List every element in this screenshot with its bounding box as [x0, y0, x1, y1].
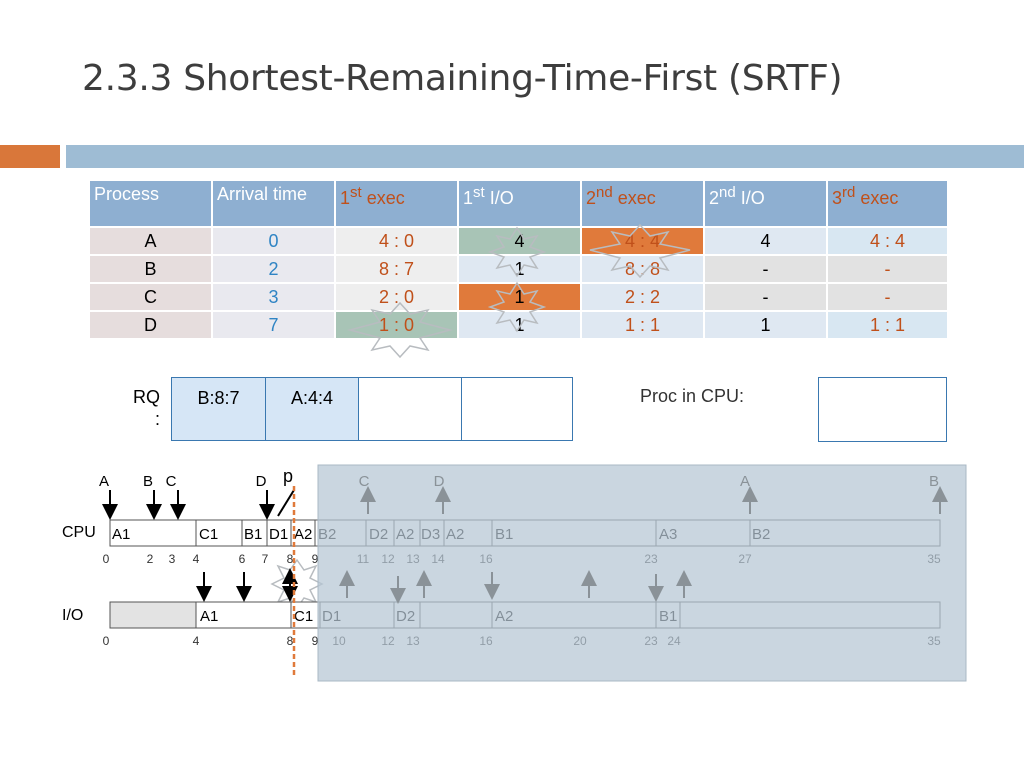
- rq-slot: A:4:4: [265, 377, 359, 441]
- header-process: Process: [88, 179, 213, 228]
- rq-slot: [358, 377, 462, 441]
- cell-exec3: 4 : 4: [826, 226, 949, 256]
- io-segment: C1: [294, 608, 313, 625]
- cell-io1: 1: [457, 310, 582, 340]
- rq-slot: B:8:7: [171, 377, 266, 441]
- cpu-tick: 0: [103, 552, 110, 566]
- io-tick: 9: [312, 634, 319, 648]
- proc-in-cpu-label: Proc in CPU:: [640, 386, 745, 406]
- rq-label: RQ :: [133, 387, 160, 429]
- cell-arrival: 7: [211, 310, 336, 340]
- cell-arrival: 0: [211, 226, 336, 256]
- cpu-segment: C1: [199, 526, 218, 543]
- cpu-segment: B1: [244, 526, 262, 543]
- arrival-label: B: [143, 473, 153, 490]
- future-arrival-label: A: [740, 473, 750, 490]
- cpu-segment: A1: [112, 526, 130, 543]
- cpu-tick: 6: [239, 552, 246, 566]
- proc-in-cpu-box: [818, 377, 947, 442]
- header-io2: 2nd I/O: [703, 179, 828, 228]
- cell-io1: 4: [457, 226, 582, 256]
- header-arrival: Arrival time: [211, 179, 336, 228]
- io-tick: 4: [193, 634, 200, 648]
- starburst-icon: [589, 223, 691, 279]
- cpu-tick: 7: [262, 552, 269, 566]
- header-io1: 1st I/O: [457, 179, 582, 228]
- io-idle-segment: [109, 601, 197, 629]
- cpu-tick: 4: [193, 552, 200, 566]
- future-arrival-label: C: [359, 473, 370, 490]
- cpu-tick: 2: [147, 552, 154, 566]
- arrival-arrows: [102, 490, 275, 520]
- io-arrows: [196, 568, 298, 602]
- cell-arrival: 3: [211, 282, 336, 312]
- cell-exec1: 2 : 0: [334, 282, 459, 312]
- rq-slot: [461, 377, 573, 441]
- cell-process: A: [88, 226, 213, 256]
- future-arrival-label: B: [929, 473, 939, 490]
- starburst-icon: [487, 226, 547, 278]
- accent-bar-blue: [66, 145, 1024, 168]
- future-arrival-label: D: [434, 473, 445, 490]
- cell-exec1: 1 : 0: [334, 310, 459, 340]
- cell-process: D: [88, 310, 213, 340]
- table-header-row: Process Arrival time 1st exec 1st I/O 2n…: [88, 179, 949, 228]
- cpu-segment: A2: [294, 526, 312, 543]
- table-row: B 2 8 : 7 1 8 : 8 - -: [88, 254, 949, 284]
- cpu-segment: D1: [269, 526, 288, 543]
- cell-process: C: [88, 282, 213, 312]
- cell-exec1: 4 : 0: [334, 226, 459, 256]
- cell-exec2: 1 : 1: [580, 310, 705, 340]
- arrival-label: D: [256, 473, 267, 490]
- cell-exec1: 8 : 7: [334, 254, 459, 284]
- future-overlay-panel: [317, 464, 967, 682]
- cell-io2: 4: [703, 226, 828, 256]
- pointer-label: p: [283, 466, 293, 486]
- cell-io1: 1: [457, 254, 582, 284]
- future-arrows: [339, 486, 948, 604]
- header-exec1: 1st exec: [334, 179, 459, 228]
- cpu-row-label: CPU: [62, 524, 96, 541]
- cpu-tick: 9: [312, 552, 319, 566]
- cpu-tick: 8: [287, 552, 294, 566]
- cell-process: B: [88, 254, 213, 284]
- arrival-label: A: [99, 473, 109, 490]
- cell-arrival: 2: [211, 254, 336, 284]
- io-segment: A1: [200, 608, 218, 625]
- header-exec2: 2nd exec: [580, 179, 705, 228]
- cell-exec3: -: [826, 254, 949, 284]
- io-tick: 8: [287, 634, 294, 648]
- cell-exec2: 2 : 2: [580, 282, 705, 312]
- cell-exec3: -: [826, 282, 949, 312]
- cell-exec3: 1 : 1: [826, 310, 949, 340]
- table-row: D 7 1 : 0 1 1 : 1 1 1 : 1: [88, 310, 949, 340]
- process-table: Process Arrival time 1st exec 1st I/O 2n…: [88, 179, 949, 340]
- cell-io2: -: [703, 282, 828, 312]
- starburst-icon: [487, 281, 547, 333]
- starburst-icon: [347, 301, 453, 359]
- header-exec3: 3rd exec: [826, 179, 949, 228]
- io-row-label: I/O: [62, 607, 83, 624]
- arrival-label: C: [166, 473, 177, 490]
- io-tick: 0: [103, 634, 110, 648]
- cell-io2: -: [703, 254, 828, 284]
- cell-io2: 1: [703, 310, 828, 340]
- cpu-tick: 3: [169, 552, 176, 566]
- table-row: A 0 4 : 0 4 4 : 4 4 4 : 4: [88, 226, 949, 256]
- accent-bar-orange: [0, 145, 60, 168]
- slide-title: 2.3.3 Shortest-Remaining-Time-First (SRT…: [82, 58, 843, 99]
- pointer-line: [277, 489, 295, 517]
- cell-exec2: 8 : 8: [580, 254, 705, 284]
